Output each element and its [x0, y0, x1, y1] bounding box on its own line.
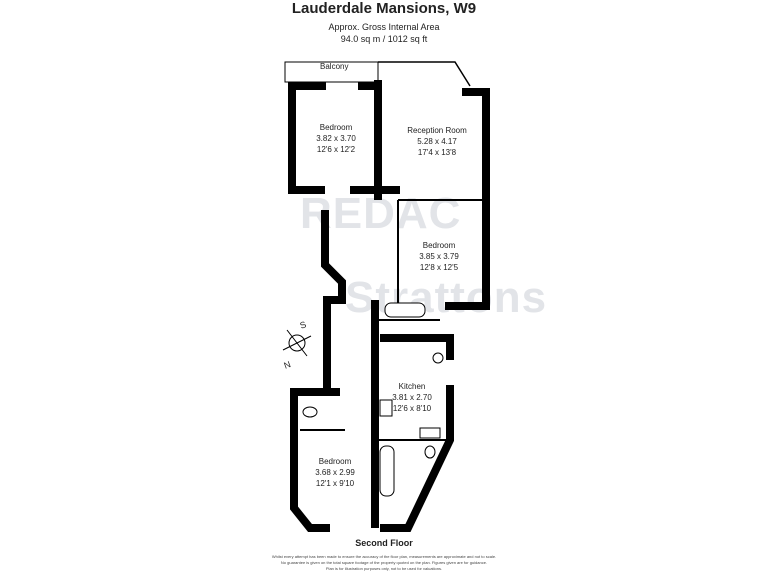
disclaimer-line: No guarantee is given on the total squar… [280, 560, 488, 565]
room-bedroom-2: Bedroom 3.85 x 3.79 12'8 x 12'5 [394, 240, 484, 273]
room-name: Bedroom [319, 123, 353, 132]
room-bedroom-1: Bedroom 3.82 x 3.70 12'6 x 12'2 [291, 122, 381, 155]
room-imperial: 12'1 x 9'10 [315, 479, 355, 488]
room-metric: 5.28 x 4.17 [417, 137, 457, 146]
boiler [432, 352, 444, 364]
balcony-outline [284, 61, 379, 83]
hob [379, 399, 393, 417]
bath-2 [379, 445, 395, 497]
disclaimer-line: Whilst every attempt has been made to en… [271, 554, 497, 559]
disclaimer-line: Plan is for illustration purposes only, … [325, 566, 443, 571]
disclaimer: Whilst every attempt has been made to en… [0, 554, 768, 572]
room-metric: 3.85 x 3.79 [419, 252, 459, 261]
room-kitchen: Kitchen 3.81 x 2.70 12'6 x 8'10 [367, 381, 457, 414]
wc-2 [424, 445, 436, 459]
room-metric: 3.68 x 2.99 [315, 468, 355, 477]
floor-label: Second Floor [355, 538, 413, 548]
wc-1 [302, 406, 318, 418]
compass [282, 329, 312, 357]
sink [419, 427, 441, 439]
room-reception: Reception Room 5.28 x 4.17 17'4 x 13'8 [392, 125, 482, 158]
room-bedroom-3: Bedroom 3.68 x 2.99 12'1 x 9'10 [290, 456, 380, 489]
room-name: Kitchen [398, 382, 426, 391]
room-name: Reception Room [407, 126, 467, 135]
room-metric: 3.82 x 3.70 [316, 134, 356, 143]
room-name: Bedroom [318, 457, 352, 466]
property-title: Lauderdale Mansions, W9 [291, 0, 477, 17]
room-imperial: 17'4 x 13'8 [417, 148, 457, 157]
room-imperial: 12'6 x 12'2 [316, 145, 356, 154]
bath-1 [384, 302, 426, 318]
room-metric: 3.81 x 2.70 [392, 393, 432, 402]
area-value: 94.0 sq m / 1012 sq ft [340, 34, 428, 44]
room-name: Bedroom [422, 241, 456, 250]
balcony-label: Balcony [320, 62, 349, 71]
walls [288, 80, 490, 532]
room-imperial: 12'8 x 12'5 [419, 263, 459, 272]
area-label: Approx. Gross Internal Area [328, 22, 440, 32]
room-imperial: 12'6 x 8'10 [392, 404, 432, 413]
